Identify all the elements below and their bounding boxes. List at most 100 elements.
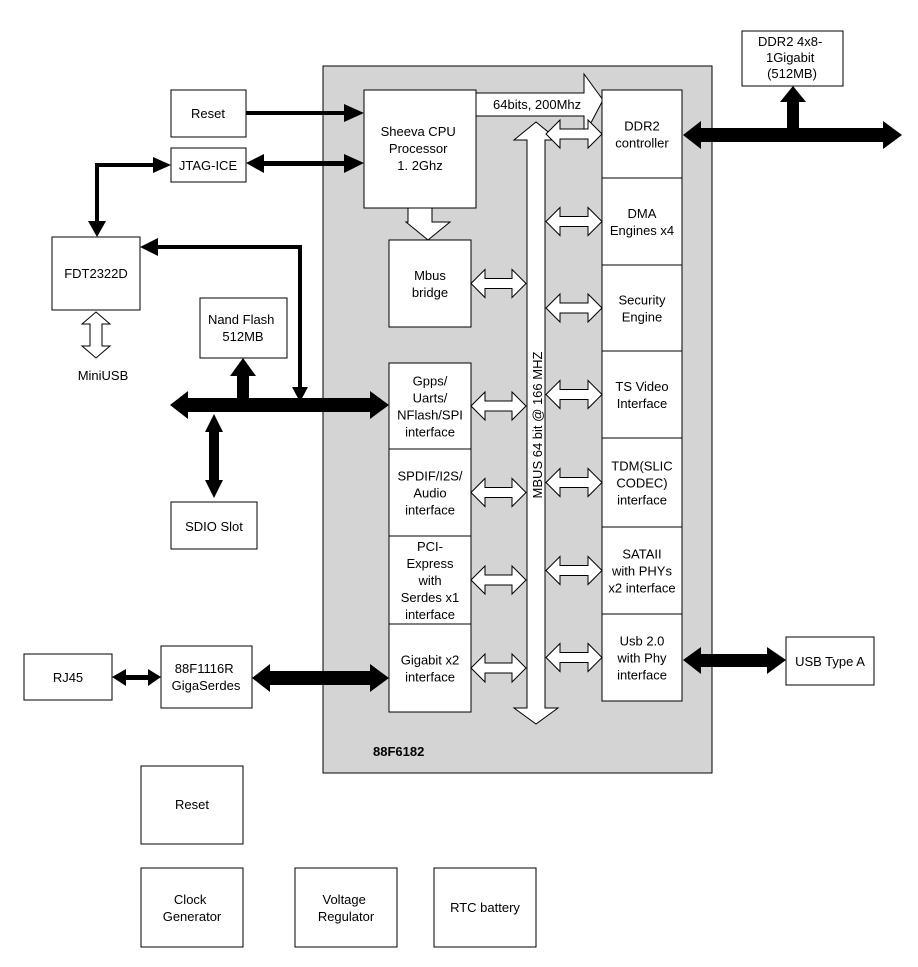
mbus-bridge-block bbox=[388, 239, 472, 328]
ddr2-controller-block bbox=[601, 89, 683, 179]
giga-serdes-box bbox=[160, 645, 253, 709]
reset-cpu-arrowhead bbox=[344, 104, 364, 122]
ddr2-memory-label: DDR2 4x8- 1Gigabit (512MB) bbox=[758, 34, 826, 81]
mbus-bus-arrow bbox=[512, 121, 560, 725]
nand-flash-box bbox=[199, 297, 288, 359]
sdio-slot-box bbox=[170, 501, 258, 550]
ddr2-controller-mbus-connector bbox=[545, 118, 603, 150]
sdio-slot-label: SDIO Slot bbox=[185, 519, 243, 534]
jtag-ice-label: JTAG-ICE bbox=[179, 158, 238, 173]
fdt-bus-arrowhead-down bbox=[292, 387, 308, 402]
nand-flash-label: Nand Flash 512MB bbox=[208, 312, 278, 344]
gpps-uarts-nflash-spi-mbus-connector bbox=[470, 390, 527, 422]
usb-line bbox=[699, 654, 769, 667]
cpu-line: Processor bbox=[389, 141, 448, 156]
fdt2322d-box bbox=[51, 236, 141, 311]
fdt-bus-line-h bbox=[156, 245, 302, 249]
phy-gigabit-arrowhead-right bbox=[370, 664, 389, 692]
ddr2-bus-line bbox=[699, 128, 885, 142]
rj45-phy-arrowhead-right bbox=[148, 669, 161, 686]
sdio-bus-line bbox=[209, 430, 219, 482]
jtag-fdt-arrowhead-right bbox=[153, 157, 171, 173]
jtag-ice-box bbox=[170, 147, 247, 183]
cpu-line: 1. 2Ghz bbox=[397, 158, 443, 173]
ts-video-block bbox=[601, 350, 683, 439]
usb-type-a-box bbox=[785, 636, 875, 686]
rj45-phy-line bbox=[124, 675, 150, 680]
rtc-battery-label: RTC battery bbox=[450, 900, 520, 915]
fdt-bus-line-v bbox=[298, 245, 302, 387]
rj45-box bbox=[23, 653, 113, 701]
sdio-bus-arrowhead-up bbox=[205, 414, 223, 432]
clock-generator-box bbox=[140, 867, 244, 948]
phy-gigabit-line bbox=[268, 671, 372, 685]
ddr2-memory-line bbox=[787, 100, 799, 130]
usb2-phy-mbus-connector bbox=[545, 642, 603, 673]
dma-engines-mbus-connector bbox=[545, 206, 603, 237]
usb-type-a-label: USB Type A bbox=[795, 654, 865, 669]
jtag-cpu-arrowhead-right bbox=[344, 154, 364, 173]
tdm-slic-codec-mbus-connector bbox=[545, 467, 603, 498]
jtag-cpu-line bbox=[262, 161, 346, 166]
ddr2-memory-arrowhead bbox=[780, 86, 806, 102]
cpu-line: Sheeva CPU bbox=[381, 124, 456, 139]
phy-gigabit-arrowhead-left bbox=[252, 664, 270, 692]
reset-bottom-label: Reset bbox=[175, 797, 209, 812]
miniusb-label: MiniUSB bbox=[78, 368, 129, 383]
chip-name-label: 88F6182 bbox=[373, 744, 424, 759]
sataii-phys-block bbox=[601, 526, 683, 615]
usb-arrowhead-left bbox=[683, 647, 701, 674]
fdt2322d-label: FDT2322D bbox=[64, 266, 128, 281]
gigabit-x2-block bbox=[388, 623, 472, 713]
security-engine-block bbox=[601, 264, 683, 352]
cpu-ddr-link-arrow bbox=[475, 72, 604, 137]
nand-bus-line bbox=[237, 374, 249, 400]
ddr2-bus-arrowhead-right bbox=[883, 121, 902, 149]
security-engine-mbus-connector bbox=[545, 292, 603, 324]
voltage-regulator-label: Voltage Regulator bbox=[318, 892, 375, 924]
mbus-label: MBUS 64 bit @ 166 MHZ bbox=[530, 352, 545, 499]
ddr2-memory-box bbox=[741, 30, 844, 87]
sataii-phys-mbus-connector bbox=[545, 555, 603, 586]
rj45-phy-arrowhead-left bbox=[112, 669, 126, 686]
jtag-fdt-line-v bbox=[95, 163, 99, 223]
reset-bottom-box bbox=[140, 765, 244, 845]
spdif-i2s-audio-mbus-connector bbox=[470, 477, 527, 508]
voltage-regulator-box bbox=[294, 867, 398, 948]
usb-arrowhead-right bbox=[767, 647, 786, 674]
pci-express-block bbox=[388, 535, 472, 625]
local-bus-line bbox=[186, 398, 372, 412]
usb2-phy-block bbox=[601, 613, 683, 702]
local-bus-arrowhead-left bbox=[170, 391, 188, 419]
pci-express-mbus-connector bbox=[470, 564, 527, 596]
reset-top-label: Reset bbox=[191, 106, 225, 121]
fdt-bus-arrowhead-left bbox=[140, 238, 158, 256]
gpps-uarts-nflash-spi-block bbox=[388, 362, 472, 450]
clock-generator-label: Clock Generator bbox=[163, 892, 222, 924]
cpu-block bbox=[363, 89, 477, 209]
reset-top-box bbox=[170, 89, 247, 138]
reset-cpu-line bbox=[246, 111, 346, 115]
cpu-link-label: 64bits, 200Mhz bbox=[493, 97, 581, 112]
giga-serdes-label: 88F1116R GigaSerdes bbox=[172, 661, 241, 693]
local-bus-arrowhead-right bbox=[370, 391, 389, 419]
rj45-label: RJ45 bbox=[53, 670, 83, 685]
dma-engines-block bbox=[601, 177, 683, 266]
cpu-to-mbus-arrow bbox=[404, 207, 452, 241]
ts-video-mbus-connector bbox=[545, 379, 603, 410]
nand-bus-arrowhead bbox=[230, 358, 256, 376]
cpu-label: Sheeva CPU Processor 1. 2Ghz bbox=[381, 124, 460, 173]
